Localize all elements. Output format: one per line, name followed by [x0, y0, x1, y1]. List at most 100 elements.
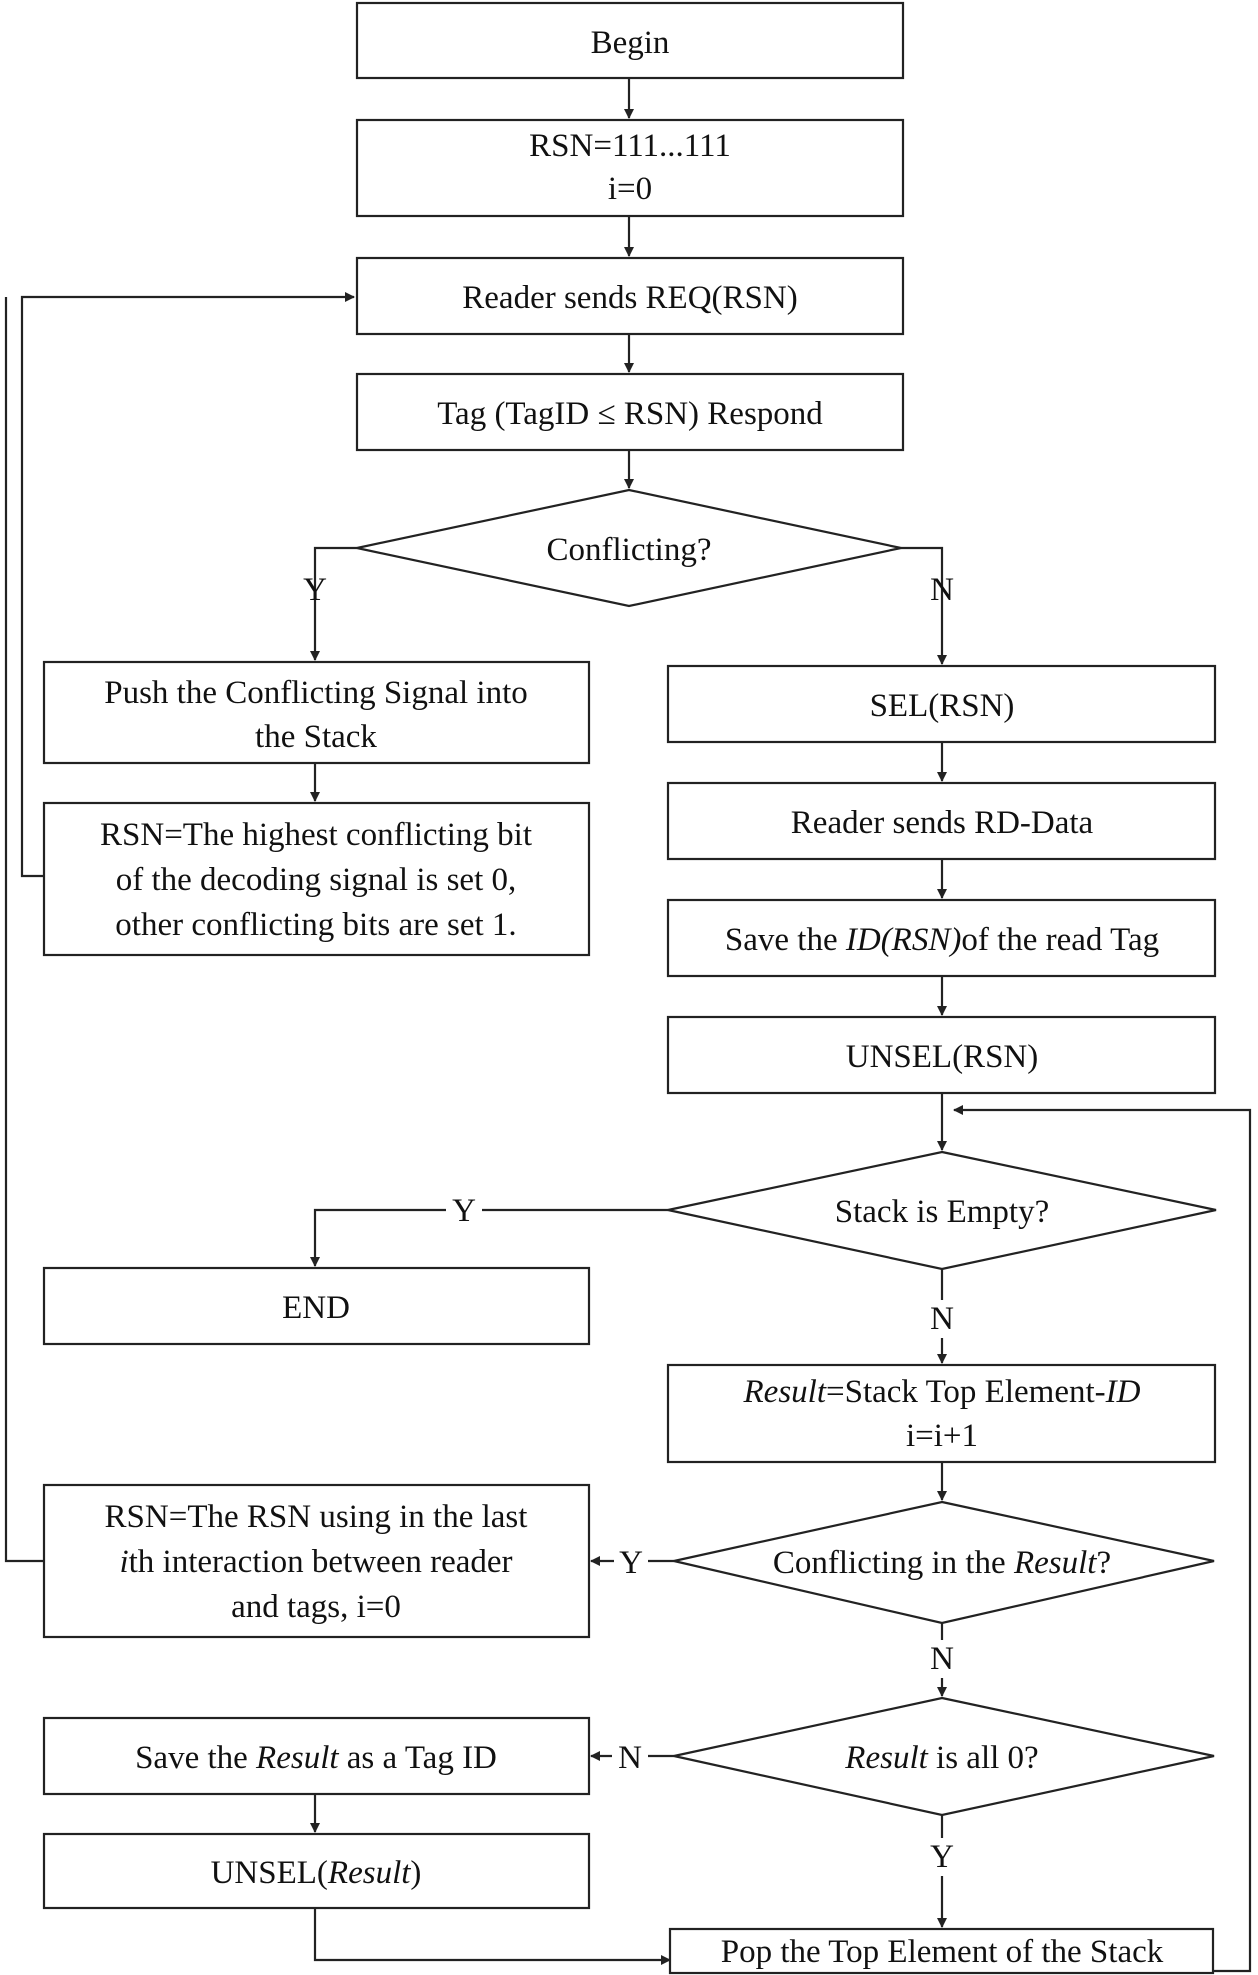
node-rsn-highest-line2: of the decoding signal is set 0, [116, 862, 517, 898]
node-save-result-post: as a Tag ID [339, 1740, 497, 1776]
branch-labels: Y N Y N Y N N Y [303, 572, 960, 1876]
node-rsn-last-line3: and tags, i=0 [231, 1589, 401, 1625]
arrow-stack-yes [310, 1208, 668, 1267]
label-result-zero-no: N [618, 1740, 642, 1776]
node-tag-respond-box [355, 372, 905, 452]
label-bg [924, 1838, 960, 1876]
node-read-data: Reader sends RD-Data [666, 781, 1217, 861]
arrow-rsn-loop-outer [4, 297, 44, 1563]
node-tag-respond-label: Tag (TagID ≤ RSN) Respond [437, 396, 823, 432]
node-save-id: Save the ID(RSN)of the read Tag [666, 898, 1217, 978]
node-result-top-line2: i=i+1 [906, 1418, 978, 1454]
connectors [4, 78, 1252, 1973]
label-bg [614, 1544, 648, 1578]
node-rsn-highest: RSN=The highest conflicting bit of the d… [42, 801, 591, 957]
node-push-line2: the Stack [255, 719, 377, 755]
label-conflicting-result-no: N [930, 1641, 954, 1677]
node-result-top-box [666, 1363, 1217, 1464]
node-stack-empty-label: Stack is Empty? [835, 1194, 1049, 1230]
node-read-data-label: Reader sends RD-Data [791, 805, 1094, 841]
node-result-top-mid: =Stack Top Element- [826, 1374, 1106, 1410]
node-rsn-last-box [42, 1483, 591, 1639]
node-result-zero-italic: Result [844, 1740, 928, 1776]
node-sel-label: SEL(RSN) [870, 688, 1015, 724]
node-pop-box [668, 1927, 1215, 1975]
node-conflicting-result-post: ? [1096, 1545, 1111, 1581]
node-init: RSN=111...111 i=0 [355, 118, 905, 218]
node-begin: Begin [355, 1, 905, 80]
label-result-zero-yes: Y [930, 1839, 954, 1875]
node-conflicting-result: Conflicting in the Result? [673, 1500, 1215, 1625]
node-push: Push the Conflicting Signal into the Sta… [42, 660, 591, 765]
node-save-result-box [42, 1716, 591, 1796]
node-unsel-result: UNSEL(Result) [42, 1832, 591, 1910]
node-push-box [42, 660, 591, 765]
node-rsn-last-italic: i [119, 1544, 128, 1580]
label-bg [612, 1739, 648, 1773]
node-init-line1: RSN=111...111 [529, 128, 731, 164]
label-bg [446, 1192, 482, 1226]
node-rsn-last-line2: ith interaction between reader [119, 1544, 512, 1580]
node-save-id-pre: Save the [725, 922, 846, 958]
node-save-result-pre: Save the [135, 1740, 256, 1776]
label-conflicting-no: N [930, 572, 954, 608]
node-conflicting: Conflicting? [356, 488, 902, 608]
node-conflicting-diamond [356, 488, 902, 608]
label-conflicting-result-yes: Y [619, 1545, 643, 1581]
node-unsel-result-post: ) [410, 1855, 421, 1891]
node-begin-label: Begin [591, 25, 670, 61]
node-rsn-last-line1: RSN=The RSN using in the last [105, 1499, 528, 1535]
node-req-label: Reader sends REQ(RSN) [462, 280, 797, 316]
node-end: END [42, 1266, 591, 1346]
node-result-top-line1: Result=Stack Top Element-ID [743, 1374, 1141, 1410]
node-result-zero: Result is all 0? [673, 1696, 1215, 1817]
node-conflicting-result-pre: Conflicting in the [773, 1545, 1014, 1581]
node-result-top: Result=Stack Top Element-ID i=i+1 [666, 1363, 1217, 1464]
node-save-id-italic: ID(RSN) [845, 922, 961, 958]
node-unsel-result-box [42, 1832, 591, 1910]
node-result-top-italic2: ID [1105, 1374, 1141, 1410]
node-result-top-italic: Result [743, 1374, 827, 1410]
label-stack-empty-no: N [930, 1301, 954, 1337]
node-result-zero-post: is all 0? [928, 1740, 1039, 1776]
node-tag-respond: Tag (TagID ≤ RSN) Respond [355, 372, 905, 452]
node-save-result-label: Save the Result as a Tag ID [135, 1740, 497, 1776]
node-pop: Pop the Top Element of the Stack [668, 1927, 1215, 1975]
node-conflicting-result-label: Conflicting in the Result? [773, 1545, 1111, 1581]
arrow-conflicting-yes [310, 546, 357, 661]
node-result-zero-label: Result is all 0? [844, 1740, 1038, 1776]
arrow-pop-loop [953, 1105, 1252, 1973]
node-init-line2: i=0 [608, 171, 652, 207]
node-save-result: Save the Result as a Tag ID [42, 1716, 591, 1796]
node-sel: SEL(RSN) [666, 664, 1217, 744]
label-stack-empty-yes: Y [452, 1193, 476, 1229]
node-stack-empty: Stack is Empty? [667, 1150, 1217, 1271]
node-save-result-italic: Result [255, 1740, 339, 1776]
node-end-box [42, 1266, 591, 1346]
node-end-label: END [282, 1290, 350, 1326]
node-rsn-last-line2-rest: th interaction between reader [129, 1544, 513, 1580]
node-pop-label: Pop the Top Element of the Stack [721, 1934, 1164, 1970]
node-save-id-label: Save the ID(RSN)of the read Tag [725, 922, 1159, 958]
node-req-box [355, 256, 905, 336]
node-rsn-highest-line1: RSN=The highest conflicting bit [100, 817, 532, 853]
node-unsel-rsn-label: UNSEL(RSN) [846, 1039, 1039, 1075]
node-sel-box [666, 664, 1217, 744]
node-unsel-result-italic: Result [327, 1855, 411, 1891]
label-bg [924, 1640, 960, 1678]
node-begin-box [355, 1, 905, 80]
arrow-conflicting-no [901, 546, 947, 665]
node-unsel-result-label: UNSEL(Result) [211, 1855, 422, 1891]
arrow-unsel-result-pop [313, 1908, 671, 1965]
label-bg [924, 1300, 960, 1338]
node-unsel-rsn-box [666, 1015, 1217, 1095]
node-push-line1: Push the Conflicting Signal into [104, 675, 528, 711]
node-save-id-post: of the read Tag [961, 922, 1159, 958]
node-save-id-box [666, 898, 1217, 978]
arrow-rsn-loop-inner [20, 292, 355, 878]
node-rsn-last: RSN=The RSN using in the last ith intera… [42, 1483, 591, 1639]
node-rsn-highest-line3: other conflicting bits are set 1. [115, 907, 516, 943]
node-conflicting-label: Conflicting? [547, 532, 712, 568]
node-conflicting-result-italic: Result [1013, 1545, 1097, 1581]
